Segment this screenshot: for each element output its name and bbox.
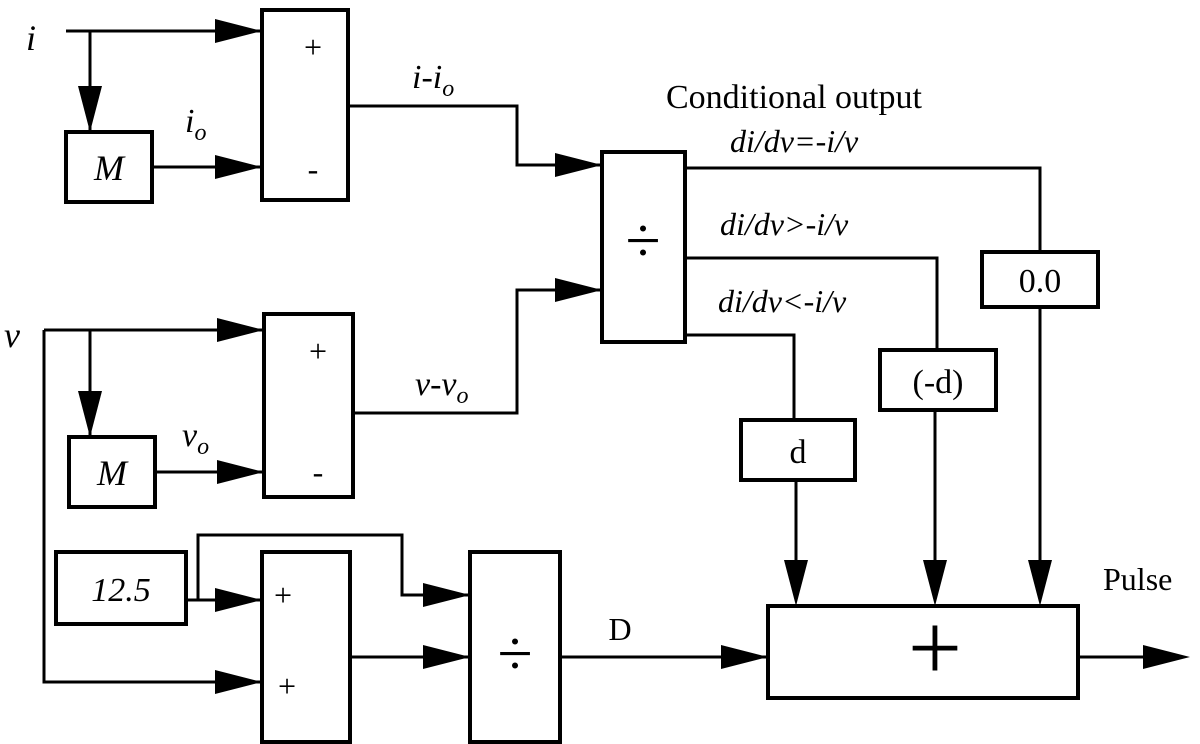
zero-block-label: 0.0 [1019, 263, 1062, 300]
arrowhead [923, 560, 947, 606]
label-v-prev: vo [182, 417, 209, 460]
input-label-v: v [4, 315, 20, 355]
arrowhead [1143, 645, 1190, 669]
blocks [54, 8, 1100, 744]
sum-i-minus-sign: - [308, 151, 319, 187]
divider-block-main [600, 150, 687, 344]
sum-duty-plus-bottom: + [278, 668, 296, 704]
neg-d-block [878, 348, 998, 412]
arrowhead [215, 155, 262, 179]
d-block-label: d [790, 434, 807, 471]
condition-greater-label: di/dv>-i/v [720, 206, 849, 242]
arrowhead [217, 460, 264, 484]
subscript: o [194, 120, 206, 146]
arrowhead [215, 588, 262, 612]
neg-d-block-label: (-d) [913, 364, 964, 401]
d-block [739, 418, 857, 482]
final-sum-block [766, 604, 1080, 700]
divider-duty-symbol: ÷ [497, 618, 532, 689]
duty-label: D [608, 611, 631, 647]
memory-label-i: M [93, 148, 126, 188]
sum-duty-plus-top: + [274, 577, 292, 613]
arrowhead [555, 278, 602, 302]
wire-v-trunk [42, 330, 262, 684]
sum-block-i [260, 8, 350, 202]
sum-i-plus-sign: + [304, 29, 322, 65]
arrowheads [78, 19, 1190, 694]
arrowhead [217, 318, 264, 342]
divider-block-duty [468, 550, 562, 744]
arrowhead [423, 645, 470, 669]
label-i-prev: io [185, 103, 206, 146]
wire-cond-equal [685, 166, 1042, 252]
arrowhead [215, 670, 262, 694]
memory-label-v: M [96, 453, 129, 493]
sum-v-plus-sign: + [309, 333, 327, 369]
arrowhead [423, 583, 470, 607]
sum-block-v [262, 312, 355, 499]
conditional-output-title: Conditional output [666, 79, 923, 116]
subscript: o [442, 76, 454, 102]
subscript: o [197, 434, 209, 460]
final-sum-symbol: + [908, 594, 962, 701]
wires [42, 29, 1165, 684]
condition-equal-label: di/dv=-i/v [730, 123, 859, 159]
arrowhead [784, 560, 808, 606]
output-label-pulse: Pulse [1103, 561, 1172, 597]
constant-label: 12.5 [91, 572, 151, 609]
condition-less-label: di/dv<-i/v [718, 283, 847, 319]
sum-v-minus-sign: - [313, 454, 324, 490]
label-di: i-io [412, 59, 454, 102]
wire-cond-less [685, 333, 796, 420]
wire-dv-to-divider [353, 288, 602, 415]
constant-block [54, 550, 188, 626]
arrowhead [78, 86, 102, 132]
arrowhead [555, 153, 602, 177]
arrowhead [215, 19, 262, 43]
arrowhead [721, 645, 768, 669]
divider-main-symbol: ÷ [625, 205, 660, 276]
label-dv: v-vo [415, 366, 469, 409]
sum-block-duty [260, 550, 352, 744]
labels: i v io vo i-io v-vo M M + - + - ÷ Condit… [4, 18, 1172, 704]
subscript: o [457, 383, 469, 409]
arrowhead [1028, 560, 1052, 606]
arrowhead [78, 391, 102, 437]
input-label-i: i [26, 18, 36, 58]
memory-block-i [64, 130, 154, 204]
memory-block-v [67, 435, 157, 509]
zero-block [980, 250, 1100, 309]
wire-cond-greater [685, 256, 939, 350]
